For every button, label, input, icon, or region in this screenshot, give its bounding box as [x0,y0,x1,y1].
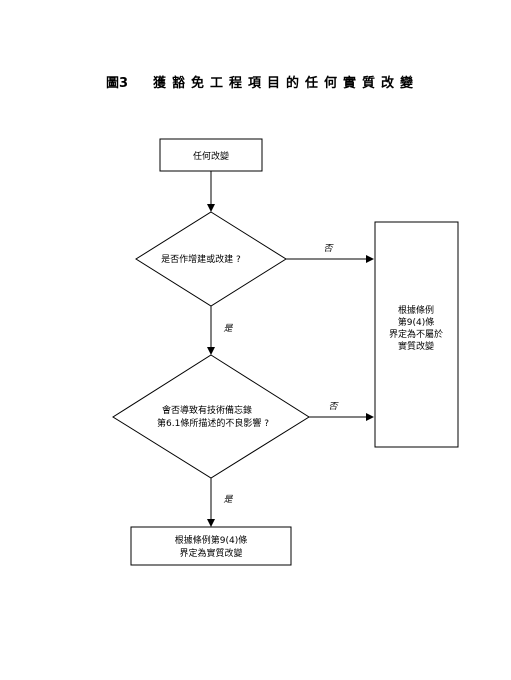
end-box [130,526,292,566]
start-box-label: 任何改變 [193,150,229,162]
side-box-line3: 界定為不屬於 [389,328,443,340]
side-box-line4: 實質改變 [398,340,434,352]
figure-title-bar: 圖3 獲豁免工程項目的任何實質改變 [0,72,511,92]
decision2-label-line2: 第6.1條所描述的不良影響 ? [157,417,269,429]
side-box-line1: 根據條例 [398,304,434,316]
side-box [374,221,459,448]
end-box-line2: 界定為實質改變 [179,547,242,559]
figure-title: 獲豁免工程項目的任何實質改變 [153,76,420,91]
start-box [159,138,263,172]
end-box-line1: 根據條例第9(4)條 [175,534,247,546]
decision1-label: 是否作增建或改建 ? [161,253,241,265]
side-box-line2: 第9(4)條 [398,316,434,328]
decision1-no-label: 否 [323,243,334,254]
decision2-label-line1: 會否導致有技術備忘錄 [162,404,252,416]
decision2-yes-label: 是 [223,494,233,505]
decision2-diamond [112,354,310,479]
decision2-no-label: 否 [328,401,339,412]
figure-label: 圖3 [106,76,129,91]
decision1-yes-label: 是 [223,323,233,334]
